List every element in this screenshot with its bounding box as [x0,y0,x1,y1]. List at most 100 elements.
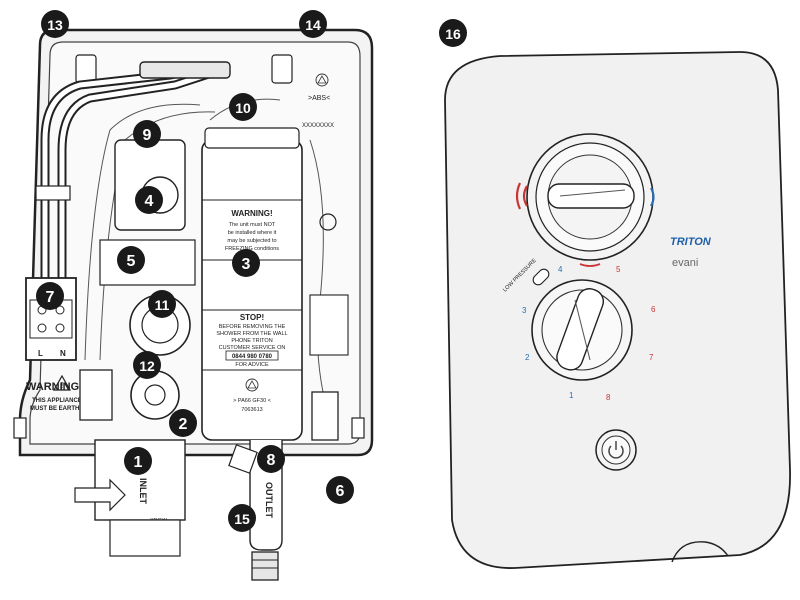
earth-warning-line: THIS APPLIANCE [32,398,82,404]
callout-7-number: 7 [46,289,55,306]
callout-7: 7 [36,282,64,310]
temperature-dial-grip [547,183,635,209]
callout-8-number: 8 [267,452,276,469]
callout-6-number: 6 [336,483,345,500]
stop-phone: 0844 980 0780 [232,354,273,360]
top-left-boss [75,54,97,84]
mount-hole [319,213,337,231]
cold-indicator-icon [650,187,655,207]
warning-triangle-icon [52,374,72,391]
brand-name: TRITON [670,236,712,248]
callout-3: 3 [232,249,260,277]
material-mark: > PA66 GF30 < [233,398,271,404]
top-gland [139,61,231,79]
callout-13: 13 [41,10,69,38]
callout-5-number: 5 [127,253,136,270]
low-pressure-button[interactable] [531,267,551,287]
callout-10: 10 [229,93,257,121]
cable-clamp [35,185,71,201]
abs-mark: >ABS< [308,95,330,102]
callout-2: 2 [169,409,197,437]
callout-10-number: 10 [235,100,251,116]
svg-text:!: ! [61,381,64,390]
front-cover-view: TRITON evani LOW PRESSURE 1 2 3 4 5 6 7 … [444,51,791,569]
stop-line: PHONE TRITON [231,338,272,344]
cover-bottom-notch [671,541,729,563]
heater-cap [204,127,300,149]
callout-1: 1 [124,447,152,475]
freeze-warning-line: be installed where it [228,230,277,236]
power-icon [608,445,624,459]
scale-5: 5 [616,265,621,274]
earth-warning-label: ! WARNING THIS APPLIANCE MUST BE EARTH [26,374,82,412]
scale-3: 3 [522,306,527,315]
callout-15-number: 15 [234,511,250,527]
stop-line: BEFORE REMOVING THE [219,324,286,330]
outlet-fitting [251,551,279,581]
callout-15: 15 [228,504,256,532]
callout-2-number: 2 [179,416,188,433]
internal-view: WARNING! The unit must NOT be installed … [13,28,374,581]
freeze-warning-line: may be subjected to [227,238,276,244]
temperature-dial[interactable] [515,133,655,267]
top-right-boss [271,54,293,84]
stop-phone-box [225,350,279,361]
side-bracket [309,294,349,356]
scale-1: 1 [569,391,574,400]
scale-7: 7 [649,353,654,362]
stop-line: FOR ADVICE [235,362,269,368]
callout-16-number: 16 [445,26,461,42]
power-dial-grip [556,288,605,371]
outlet-label: OUTLET [264,482,274,518]
freeze-warning-line: FREEZING conditions [225,246,279,252]
freeze-warning-label: WARNING! The unit must NOT be installed … [225,209,279,252]
lower-terminal [79,369,113,421]
serial-mark: XXXXXXXX [302,123,334,129]
bracket [99,239,196,286]
callout-3-number: 3 [242,256,251,273]
inlet-base [109,519,181,557]
inlet-label: INLET [138,478,148,505]
callout-9-number: 9 [143,127,152,144]
callout-1-number: 1 [134,454,143,471]
stop-title: STOP! [240,313,264,322]
inlet-arrow-icon [74,478,126,512]
callout-4: 4 [135,186,163,214]
scale-8: 8 [606,393,611,402]
scale-6: 6 [651,305,656,314]
callout-5: 5 [117,246,145,274]
callout-12-number: 12 [139,358,155,374]
callout-9: 9 [133,120,161,148]
terminal-live-label: L [38,349,43,358]
scale-2: 2 [525,353,530,362]
right-terminal [311,391,339,441]
model-name: evani [672,257,698,269]
stop-label: STOP! BEFORE REMOVING THE SHOWER FROM TH… [216,313,287,368]
internal-wire [84,103,201,361]
left-tab [13,417,27,439]
callout-12: 12 [133,351,161,379]
freeze-warning-line: The unit must NOT [229,222,276,228]
callout-16: 16 [439,19,467,47]
stop-line: SHOWER FROM THE WALL [216,331,287,337]
earth-warning-title: WARNING [26,381,79,393]
recycle-icon [315,73,329,87]
freeze-warning-title: WARNING! [231,209,272,218]
power-dial[interactable] [531,279,633,381]
callout-11: 11 [148,290,176,318]
right-tab [351,417,365,439]
terminal-neutral-label: N [60,349,66,358]
hot-indicator-icon [522,185,528,207]
stop-line: CUSTOMER SERVICE ON [219,345,286,351]
heater-can [201,139,303,441]
callout-4-number: 4 [145,193,154,210]
scale-4: 4 [558,265,563,274]
part-number: 7063613 [241,407,262,413]
power-button[interactable] [595,429,637,471]
callout-14-number: 14 [305,17,321,33]
callout-markers: 1 2 3 4 5 6 7 8 9 10 11 12 13 14 15 16 [36,10,467,532]
callout-8: 8 [257,445,285,473]
recycle-icon [245,378,259,392]
earth-warning-line: MUST BE EARTH [30,406,79,412]
